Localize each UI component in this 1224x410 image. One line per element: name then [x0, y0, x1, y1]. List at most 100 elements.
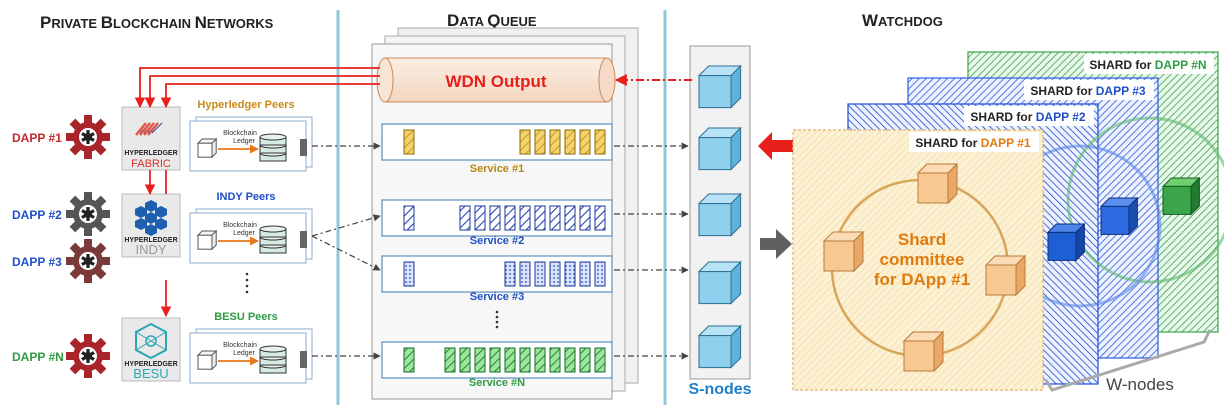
service-queue: Service #1: [381, 123, 613, 175]
service-queue: Service #N: [381, 341, 613, 389]
dapp-item: DAPP #N: [12, 334, 110, 378]
peer-cube-icon: [196, 349, 218, 371]
queue-item: [564, 129, 576, 155]
shard-node-cube-icon: [1161, 176, 1201, 216]
watchdog-header: WATCHDOG: [862, 11, 943, 30]
queue-item: [594, 129, 606, 155]
framework-brand: HYPERLEDGER: [124, 150, 177, 157]
queue-item: [403, 205, 415, 231]
peer-connector: [300, 231, 307, 248]
svg-text:Blockchain: Blockchain: [223, 130, 257, 137]
queue-item: [594, 261, 606, 287]
queue-item: [519, 205, 531, 231]
queue-item: [459, 205, 471, 231]
queue-item: [579, 129, 591, 155]
peers-ellipsis: [245, 272, 249, 294]
svg-text:Ledger: Ledger: [233, 138, 255, 145]
dapp-label: DAPP #1: [12, 131, 62, 145]
queue-item: [519, 261, 531, 287]
framework-name: INDY: [135, 242, 166, 257]
snode-cube-icon: [697, 64, 742, 109]
indy-logo-icon: [135, 200, 167, 236]
queue-item: [403, 347, 415, 373]
queue-item: [519, 129, 531, 155]
queue-item: [579, 261, 591, 287]
wdn-feedback-lines: [134, 67, 380, 318]
peer-to-service-arrows: [311, 142, 381, 360]
queue-item: [504, 347, 516, 373]
peers-label: Hyperledger Peers: [197, 99, 294, 111]
database-icon: [259, 225, 287, 254]
peer-cube-icon: [196, 229, 218, 251]
svg-text:for DApp #1: for DApp #1: [874, 270, 970, 289]
framework-name: BESU: [133, 366, 168, 381]
queue-item: [549, 129, 561, 155]
svg-text:committee: committee: [879, 250, 964, 269]
queue-item: [594, 347, 606, 373]
wdn-output-label: WDN Output: [445, 72, 546, 91]
besu-logo-icon: [135, 322, 167, 360]
queue-item: [534, 129, 546, 155]
peers-label: BESU Peers: [214, 311, 278, 323]
shards: SHARD for DAPP #N SHARD for DAPP #3 SHARD …: [792, 51, 1224, 391]
committee-node-cube-icon: [902, 330, 945, 373]
queue-item: [444, 347, 456, 373]
shard-label: SHARD for DAPP #2: [970, 110, 1085, 124]
queue-item: [489, 347, 501, 373]
peer-connector: [300, 351, 307, 368]
queue-ellipsis: [495, 310, 499, 329]
committee-node-cube-icon: [984, 254, 1027, 297]
queue-item: [594, 205, 606, 231]
fabric-logo-icon: [135, 122, 163, 136]
svg-text:Ledger: Ledger: [233, 230, 255, 237]
dapp-item: DAPP #1: [12, 115, 110, 159]
service-queue: Service #2: [381, 199, 613, 247]
queue-item: [519, 347, 531, 373]
wdn-output-cylinder: WDN Output: [376, 57, 616, 103]
data-queue-header: DATA QUEUE: [447, 11, 537, 30]
service-queue-box: [381, 123, 613, 161]
database-icon: [259, 133, 287, 162]
wnodes-bracket: [1044, 329, 1212, 392]
dapp-label: DAPP #N: [12, 350, 64, 364]
peers-label: INDY Peers: [216, 191, 275, 203]
queue-item: [504, 261, 516, 287]
wnodes-label: W-nodes: [1106, 375, 1174, 394]
svg-text:Blockchain: Blockchain: [223, 222, 257, 229]
shard-label: SHARD for DAPP #3: [1030, 84, 1145, 98]
gray-block-arrow: [760, 229, 792, 259]
queue-item: [549, 205, 561, 231]
snode-cube-icon: [697, 260, 742, 305]
queue-item: [564, 261, 576, 287]
svg-text:Blockchain: Blockchain: [223, 342, 257, 349]
dapp-item: DAPP #3: [12, 239, 110, 283]
framework-brand: HYPERLEDGER: [124, 361, 177, 368]
dapp-gear-icon: [66, 115, 110, 159]
snode-cube-icon: [697, 126, 742, 171]
service-label: Service #2: [470, 235, 524, 247]
dapp-label: DAPP #2: [12, 208, 62, 222]
queue-item: [474, 347, 486, 373]
snodes-cubes: [697, 64, 742, 369]
framework-name: FABRIC: [131, 158, 171, 170]
service-label: Service #N: [469, 377, 525, 389]
queue-item: [403, 129, 415, 155]
committee-node-cube-icon: [916, 162, 959, 205]
shard-label: SHARD for DAPP #N: [1089, 58, 1206, 72]
peer-cube-icon: [196, 137, 218, 159]
snodes-label: S-nodes: [688, 381, 751, 398]
service-label: Service #1: [470, 163, 524, 175]
queue-item: [489, 205, 501, 231]
queue-item: [504, 205, 516, 231]
queue-item: [579, 205, 591, 231]
service-to-snode-arrows: [614, 142, 689, 360]
